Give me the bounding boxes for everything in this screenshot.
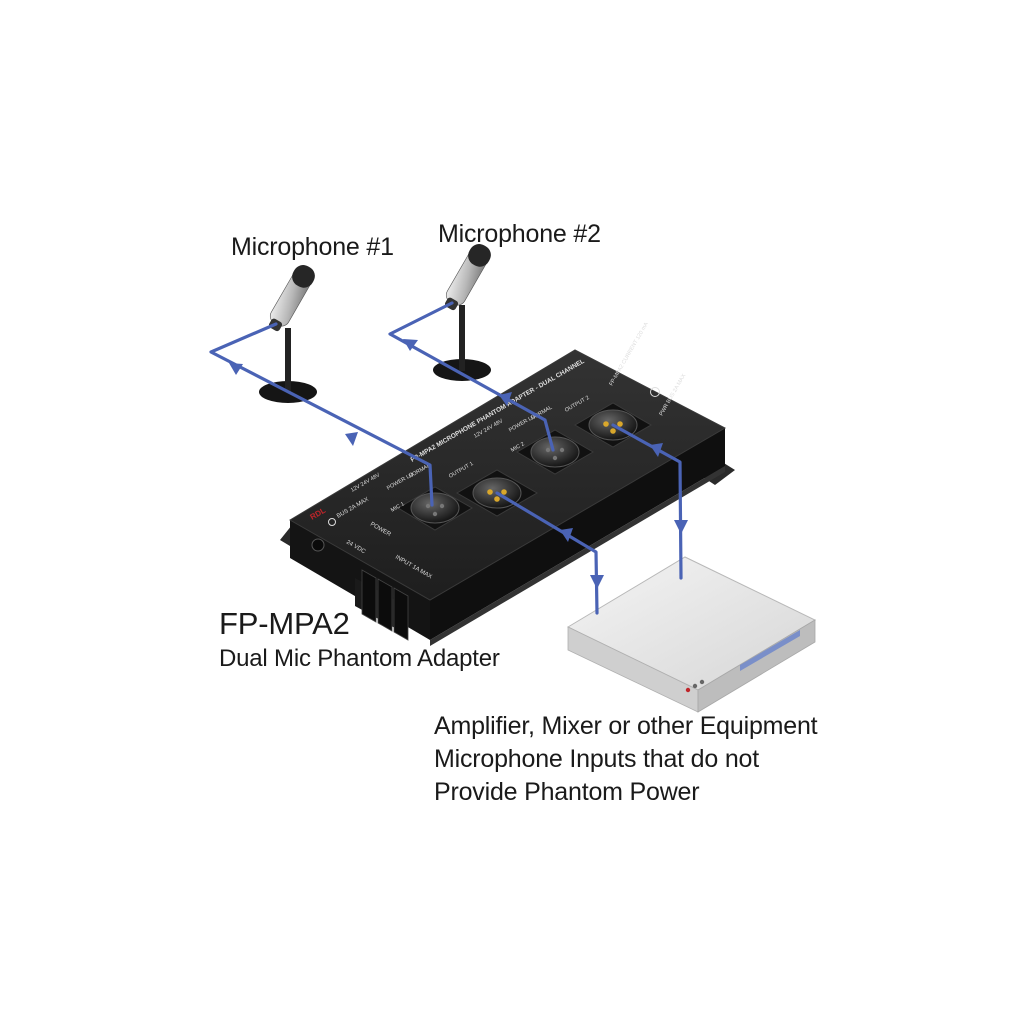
fp-mpa2-device: RDL FP-MPA2 MICROPHONE PHANTOM ADAPTER -… xyxy=(280,321,735,646)
arrow-icon xyxy=(345,432,358,446)
power-terminal-block xyxy=(355,569,409,641)
device-bottom-rail xyxy=(430,466,725,646)
cable-output2-to-equipment xyxy=(611,423,683,580)
cable-arrows xyxy=(229,339,688,589)
equipment-line-1: Amplifier, Mixer or other Equipment xyxy=(434,712,818,740)
model-title: FP-MPA2 xyxy=(219,606,350,641)
xlr-mic1-input xyxy=(397,486,473,531)
cable-mic1-to-input1 xyxy=(209,322,434,507)
microphone-1-label: Microphone #1 xyxy=(231,233,394,261)
arrow-icon xyxy=(403,339,418,351)
pwr-bus-connector-icon xyxy=(650,387,660,397)
equipment-indicator-strip xyxy=(740,630,800,671)
mic1-capsule xyxy=(268,265,315,332)
microphone-2 xyxy=(433,244,491,381)
arrow-icon xyxy=(229,363,243,375)
power-jack-icon xyxy=(311,538,325,552)
cable-mic2-to-input2 xyxy=(388,301,555,452)
mic2-capsule xyxy=(444,244,491,311)
microphone-1 xyxy=(259,265,317,403)
equipment-led-icon xyxy=(692,683,698,689)
equipment-box xyxy=(566,556,817,713)
equipment-top-face xyxy=(566,556,817,691)
mic2-stand xyxy=(459,305,465,371)
equipment-description: Amplifier, Mixer or other Equipment Micr… xyxy=(434,710,818,809)
xlr-mic2-input xyxy=(516,429,594,475)
arrow-icon xyxy=(650,443,663,457)
equipment-line-3: Provide Phantom Power xyxy=(434,778,700,806)
model-subtitle: Dual Mic Phantom Adapter xyxy=(219,645,500,672)
signal-cables xyxy=(209,301,683,615)
microphone-2-label: Microphone #2 xyxy=(438,220,601,248)
mic1-stand xyxy=(285,328,291,392)
equipment-line-2: Microphone Inputs that do not xyxy=(434,745,759,773)
device-right-side xyxy=(430,428,725,640)
cable-output1-to-equipment xyxy=(495,491,599,615)
equipment-led-icon xyxy=(699,679,705,685)
equipment-led-icon xyxy=(685,687,691,693)
arrow-icon xyxy=(674,520,688,534)
current-label: FP-MPA2 CURRENT 120 mA xyxy=(609,321,650,387)
bus-connector-icon xyxy=(328,518,336,526)
arrow-icon xyxy=(590,575,604,589)
arrow-icon xyxy=(499,392,512,406)
arrow-icon xyxy=(560,528,573,542)
